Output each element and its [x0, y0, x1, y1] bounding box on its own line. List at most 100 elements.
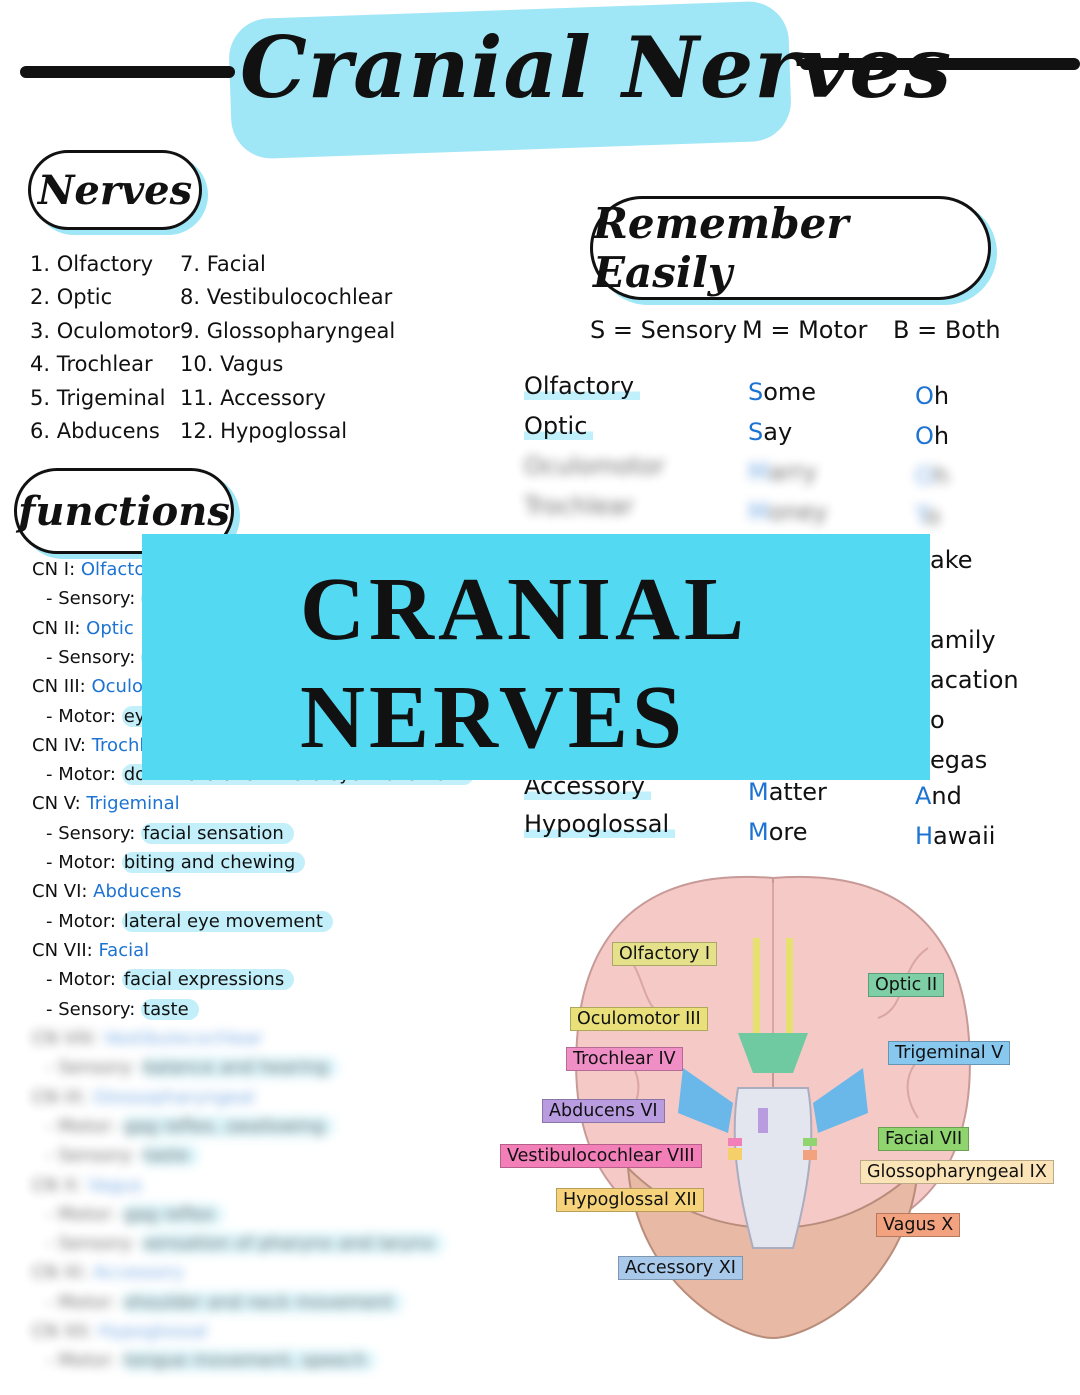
mnemonic-fragment: egas — [930, 746, 988, 774]
vestibulocochlear-nerve — [728, 1138, 742, 1146]
function-detail-line: - Motor: gag reflex, swallowing — [46, 1112, 335, 1141]
mnemonic-word1: Matter — [748, 778, 827, 806]
function-description: facial expressions — [121, 969, 295, 991]
cn-number: CN VIII: — [32, 1028, 104, 1049]
nerves-heading: Nerves — [28, 150, 202, 230]
function-detail-line: - Sensory: facial sensation — [46, 819, 294, 848]
mnemonic-fragment: amily — [930, 626, 996, 654]
cn-name: Accessory — [93, 1262, 184, 1284]
cn-number: CN IX: — [32, 1086, 94, 1108]
function-description: balance and hearing — [141, 1057, 338, 1079]
cn-number: CN X: — [32, 1174, 88, 1196]
nerve-item: 9. Glossopharyngeal — [180, 318, 396, 343]
nerve-item: 10. Vagus — [180, 352, 284, 377]
function-cn-line: CN XI: Accessory — [32, 1258, 184, 1287]
label-accessory: Accessory XI — [618, 1256, 743, 1280]
function-type: - Sensory: — [46, 588, 142, 610]
cn-name: Trigeminal — [86, 793, 180, 815]
cn-number: CN II: — [32, 617, 87, 639]
nerve-item: 5. Trigeminal — [30, 385, 166, 410]
function-cn-line: CN X: Vagus — [32, 1171, 142, 1200]
nerve-item: 11. Accessory — [180, 385, 326, 410]
nerve-item: 2. Optic — [30, 285, 113, 310]
function-cn-line: CN I: Olfactor — [32, 555, 153, 584]
olfactory-tract-left — [753, 938, 760, 1048]
function-type: - Sensory: — [46, 646, 142, 668]
function-description: taste — [141, 998, 199, 1020]
cn-number: CN XI: — [32, 1262, 94, 1284]
mnemonic-row: Hypoglossal More Hawaii — [520, 810, 1080, 850]
cn-name: Facial — [98, 939, 150, 961]
label-abducens: Abducens VI — [542, 1099, 665, 1123]
mnemonic-word1: Say — [748, 418, 793, 446]
cn-number: CN VII: — [32, 939, 99, 961]
functions-list-blurred: CN VIII: Vestibulocochlear- Sensory: bal… — [0, 1024, 460, 1384]
mnemonic-nerve: Accessory — [524, 772, 651, 800]
nerve-item: 8. Vestibulocochlear — [180, 285, 393, 310]
function-detail-line: - Motor: lateral eye movement — [46, 907, 333, 936]
mnemonic-row: Oculomotor Marry Oh — [520, 452, 1080, 492]
olfactory-tract-right — [786, 938, 793, 1048]
page-title: Cranial Nerves — [240, 18, 953, 117]
function-description: lateral eye movement — [121, 910, 333, 932]
nerve-item: 3. Oculomotor — [30, 318, 180, 343]
cn-number: CN V: — [32, 793, 87, 815]
cn-number: CN XII: — [32, 1321, 99, 1342]
nerve-item: 12. Hypoglossal — [180, 419, 348, 444]
function-description: shoulder and neck movement — [121, 1291, 403, 1313]
function-type: - Motor: — [46, 705, 122, 727]
label-facial: Facial VII — [878, 1127, 970, 1151]
label-trigeminal: Trigeminal V — [888, 1041, 1011, 1065]
mnemonic-fragment: o — [930, 706, 945, 734]
mnemonic-word2: To — [915, 502, 941, 530]
banner-title: CRANIAL NERVES — [300, 556, 748, 772]
function-type: - Sensory: — [46, 998, 142, 1020]
mnemonic-word2: Oh — [915, 462, 950, 490]
nerve-item: 7. Facial — [180, 252, 266, 276]
cn-name: Vestibulocochlear — [103, 1028, 263, 1049]
nerve-item: 6. Abducens — [30, 419, 160, 444]
cn-name: Vagus — [87, 1174, 143, 1196]
mnemonic-row: Trochlear Money To — [520, 492, 1080, 532]
function-cn-line: CN VIII: Vestibulocochlear — [32, 1024, 263, 1053]
cn-number: CN I: — [32, 559, 81, 580]
label-optic: Optic II — [868, 973, 945, 997]
mnemonic-word1: Marry — [748, 458, 817, 486]
facial-nerve — [803, 1138, 817, 1146]
nerve-item: 1. Olfactory — [30, 252, 154, 276]
label-glossopharyngeal: Glossopharyngeal IX — [860, 1160, 1054, 1184]
mnemonic-nerve: Oculomotor — [524, 452, 665, 480]
title-rule-right — [800, 58, 1080, 70]
function-cn-line: CN IX: Glossopharyngeal — [32, 1083, 255, 1112]
function-cn-line: CN V: Trigeminal — [32, 789, 180, 818]
optic-chiasm — [738, 1033, 808, 1073]
mnemonic-word1: More — [748, 818, 808, 846]
label-oculomotor: Oculomotor III — [570, 1007, 708, 1031]
function-detail-line: - Sensory: balance and hearing — [46, 1053, 338, 1082]
legend-sensory: S = Sensory — [590, 316, 738, 344]
title-rule-left — [20, 66, 235, 78]
function-type: - Sensory: — [46, 1145, 142, 1167]
function-detail-line: - Motor: gag reflex — [46, 1200, 225, 1229]
cn-name: Glossopharyngeal — [93, 1086, 255, 1108]
function-description: taste — [141, 1145, 199, 1167]
function-detail-line: - Sensory: taste — [46, 995, 199, 1024]
legend-motor: M = Motor — [742, 316, 868, 344]
mnemonic-table-top: Olfactory Some Oh Optic Say Oh Oculomoto… — [520, 372, 1080, 542]
function-description: gag reflex, swallowing — [121, 1115, 335, 1137]
label-vestibulocochlear: Vestibulocochlear VIII — [500, 1144, 702, 1168]
function-detail-line: - Sensory: taste — [46, 1141, 199, 1170]
brainstem — [733, 1087, 813, 1249]
function-type: - Motor: — [46, 1350, 122, 1372]
title-banner: CRANIAL NERVES — [142, 534, 930, 780]
function-description: biting and chewing — [121, 852, 306, 873]
function-detail-line: - Motor: tongue movement, speech — [46, 1346, 376, 1375]
function-type: - Motor: — [46, 969, 122, 991]
function-type: - Motor: — [46, 852, 122, 873]
function-detail-line: - Motor: facial expressions — [46, 965, 295, 994]
mnemonic-word1: Money — [748, 498, 828, 526]
cn-number: CN III: — [32, 676, 92, 698]
functions-heading: functions — [14, 468, 234, 554]
function-description: tongue movement, speech — [121, 1350, 376, 1372]
function-detail-line: - Motor: shoulder and neck movement — [46, 1288, 403, 1317]
